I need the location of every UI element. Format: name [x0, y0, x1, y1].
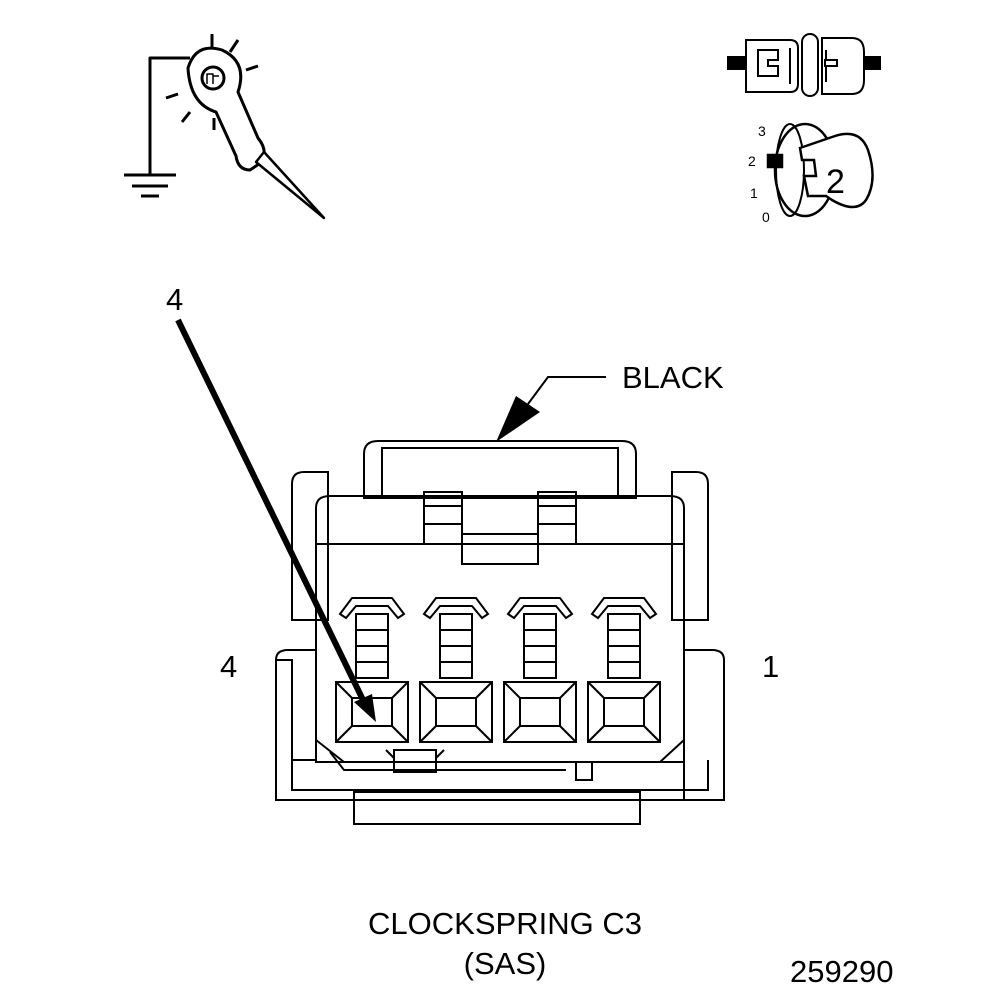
key-position-2: 2 — [748, 153, 756, 169]
terminal-pin-1 — [587, 597, 661, 743]
color-label: BLACK — [622, 360, 724, 395]
key-position-1: 1 — [750, 185, 758, 201]
key-number: 2 — [826, 163, 845, 201]
pin-label-left: 4 — [220, 649, 237, 684]
callout-wire-number: 4 — [166, 282, 183, 317]
connector-face — [274, 440, 725, 825]
key-position-3: 3 — [758, 123, 766, 139]
pin-label-right: 1 — [762, 649, 779, 684]
callout-leader-pin-4 — [175, 318, 376, 722]
ignition-key-icon — [766, 122, 874, 218]
terminal-pin-2 — [503, 597, 577, 743]
terminal-pin-3 — [419, 597, 493, 743]
connector-disconnect-icon — [727, 33, 881, 97]
terminal-cavities — [335, 597, 661, 743]
ground-symbol-icon — [124, 173, 176, 198]
terminal-pin-4 — [335, 597, 409, 743]
test-light-probe-icon — [148, 34, 326, 220]
figure-number: 259290 — [790, 954, 893, 989]
connector-subtitle: (SAS) — [464, 946, 547, 981]
connector-name: CLOCKSPRING C3 — [368, 906, 642, 941]
color-leader-arrow — [496, 376, 606, 442]
key-position-0: 0 — [762, 209, 770, 225]
